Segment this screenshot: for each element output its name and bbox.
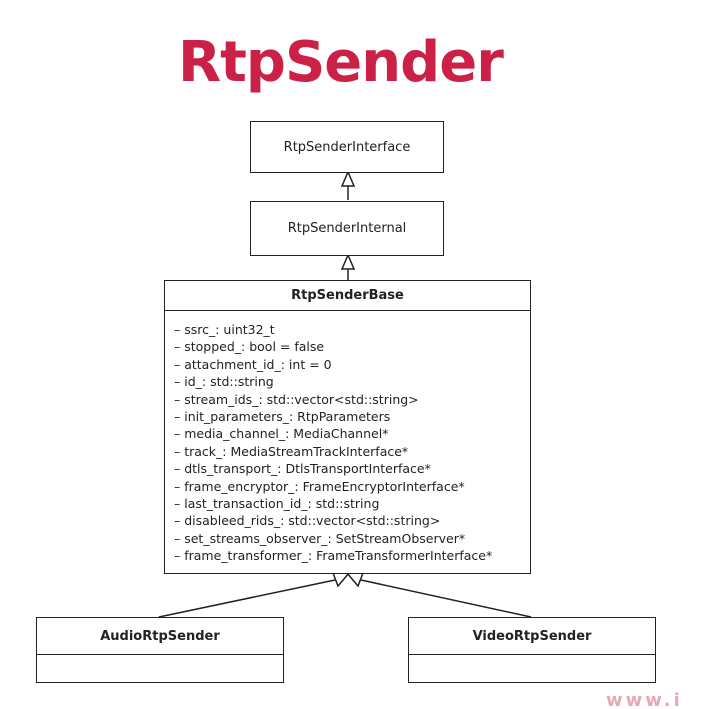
class-header: AudioRtpSender bbox=[37, 618, 283, 655]
class-attribute: – dtls_transport_: DtlsTransportInterfac… bbox=[174, 461, 431, 477]
class-attribute: – last_transaction_id_: std::string bbox=[174, 496, 380, 512]
class-audio-rtp-sender: AudioRtpSender bbox=[36, 617, 284, 683]
arrowhead-base-audio bbox=[331, 572, 351, 588]
class-attribute: – media_channel_: MediaChannel* bbox=[174, 426, 389, 442]
class-attribute: – frame_encryptor_: FrameEncryptorInterf… bbox=[174, 478, 465, 494]
attribute-list: – ssrc_: uint32_t – stopped_: bool = fals… bbox=[165, 311, 530, 565]
class-name: RtpSenderInterface bbox=[283, 139, 411, 155]
class-video-rtp-sender: VideoRtpSender bbox=[408, 617, 656, 683]
class-attribute: – track_: MediaStreamTrackInterface* bbox=[174, 443, 409, 459]
arrowhead-internal bbox=[340, 253, 356, 270]
class-attribute: – attachment_id_: int = 0 bbox=[174, 356, 332, 372]
diagram-title: RtpSender bbox=[178, 30, 504, 95]
edge-audio-to-base bbox=[158, 579, 336, 618]
class-attribute: – id_: std::string bbox=[174, 374, 274, 390]
class-attribute: – ssrc_: uint32_t bbox=[174, 322, 275, 337]
class-rtp-sender-interface: RtpSenderInterface bbox=[250, 121, 444, 173]
watermark-text: www.i bbox=[606, 690, 683, 709]
class-attribute: – stopped_: bool = false bbox=[174, 339, 325, 355]
class-rtp-sender-base: RtpSenderBase – ssrc_: uint32_t – stopped… bbox=[164, 280, 531, 574]
class-name: RtpSenderBase bbox=[291, 288, 404, 303]
class-attribute: – set_streams_observer_: SetStreamObserv… bbox=[174, 530, 466, 546]
arrowhead-interface bbox=[340, 170, 356, 187]
class-attribute: – init_parameters_: RtpParameters bbox=[174, 409, 391, 425]
class-attribute: – disableed_rids_: std::vector<std::stri… bbox=[174, 513, 441, 529]
edge-video-to-base bbox=[360, 579, 532, 618]
class-name: RtpSenderInternal bbox=[287, 221, 407, 236]
class-attribute: – frame_transformer_: FrameTransformerIn… bbox=[174, 548, 493, 564]
class-rtp-sender-internal: RtpSenderInternal bbox=[250, 201, 444, 256]
arrowhead-base-video bbox=[345, 572, 365, 588]
class-attribute: – stream_ids_: std::vector<std::string> bbox=[174, 391, 419, 407]
class-header: RtpSenderBase bbox=[165, 281, 530, 311]
class-header: VideoRtpSender bbox=[409, 618, 655, 655]
class-name: AudioRtpSender bbox=[100, 628, 220, 644]
class-name: VideoRtpSender bbox=[472, 628, 592, 644]
